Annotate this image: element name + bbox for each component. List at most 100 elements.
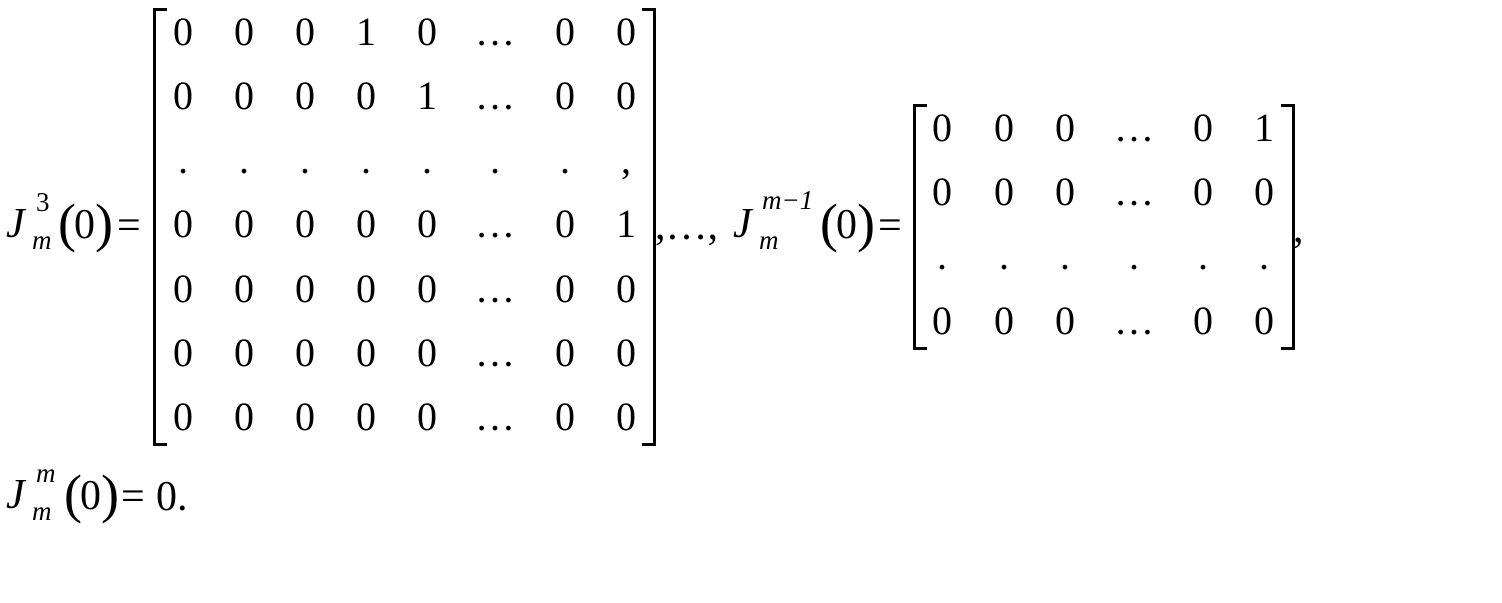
matrix-a-cell-r5-c8: 0 <box>616 266 636 311</box>
matrix-b-cell-r1-c6: 1 <box>1254 105 1274 150</box>
matrix-b-cell-r2-c2: 0 <box>994 169 1014 214</box>
matrix-a-cell-r7-c3: 0 <box>295 394 315 439</box>
eq2-equals: = <box>121 474 145 520</box>
matrix-b-cell-r1-c2: 0 <box>994 105 1014 150</box>
matrix-a-cell-r4-c1: 0 <box>173 201 193 246</box>
matrix-a-cell-r2-c5: 1 <box>417 73 437 118</box>
matrix-a-cell-r6-c1: 0 <box>173 330 193 375</box>
matrix-a-cell-r2-c2: 0 <box>234 73 254 118</box>
matrix-b-cell-r1-c3: 0 <box>1055 105 1075 150</box>
matrix-a-cell-r4-c2: 0 <box>234 201 254 246</box>
matrix-a-cell-r4-c4: 0 <box>356 201 376 246</box>
matrix-a-cell-r2-c1: 0 <box>173 73 193 118</box>
matrix-a-cell-r1-c7: 0 <box>555 9 575 54</box>
matrix-a-cell-r2-c3: 0 <box>295 73 315 118</box>
matrix-b-cell-r4-c5: 0 <box>1193 298 1213 343</box>
matrix-b-cell-r3-c3: . <box>1060 233 1070 278</box>
matrix-a-cell-r2-c4: 0 <box>356 73 376 118</box>
matrix-a-cell-r5-c5: 0 <box>417 266 437 311</box>
matrix-a-cell-r1-c6: … <box>475 9 515 54</box>
matrix-a-cell-r4-c5: 0 <box>417 201 437 246</box>
ellipsis-separator: ,…, <box>655 203 718 249</box>
lhs-base: J <box>6 201 25 247</box>
matrix-a-cell-r7-c2: 0 <box>234 394 254 439</box>
eq2-superscript: m <box>36 458 56 488</box>
matrix-a-cell-r4-c8: 1 <box>616 201 636 246</box>
matrix-a-cell-r6-c6: … <box>475 330 515 375</box>
eq2-open-paren: ( <box>64 464 82 524</box>
rhs-base: J <box>733 201 752 247</box>
matrix-b-cell-r4-c1: 0 <box>932 298 952 343</box>
matrix-b-cell-r2-c5: 0 <box>1193 169 1213 214</box>
matrix-a-cell-r7-c5: 0 <box>417 394 437 439</box>
matrix-b-cell-r4-c2: 0 <box>994 298 1014 343</box>
eq2-argument: 0 <box>80 473 101 519</box>
matrix-a-cell-r7-c8: 0 <box>616 394 636 439</box>
matrix-b-right-bracket <box>1281 104 1295 350</box>
lhs-open-paren: ( <box>58 193 76 253</box>
matrix-a-cell-r2-c6: … <box>475 73 515 118</box>
matrix-b-cell-r3-c2: . <box>999 233 1009 278</box>
matrix-a-cell-r5-c4: 0 <box>356 266 376 311</box>
matrix-b-cell-r3-c5: . <box>1198 233 1208 278</box>
matrix-a-cell-r5-c6: … <box>475 266 515 311</box>
matrix-b-cell-r3-c6: . <box>1259 233 1269 278</box>
trailing-comma: , <box>1293 206 1304 252</box>
matrix-a-cell-r3-c2: . <box>239 137 249 182</box>
matrix-a-cell-r6-c4: 0 <box>356 330 376 375</box>
matrix-b-cell-r3-c4: . <box>1129 233 1139 278</box>
matrix-a-cell-r1-c3: 0 <box>295 9 315 54</box>
rhs-subscript: m <box>759 225 779 255</box>
matrix-a-cell-r7-c1: 0 <box>173 394 193 439</box>
matrix-a-cell-r7-c7: 0 <box>555 394 575 439</box>
matrix-a-cell-r3-c5: . <box>422 137 432 182</box>
matrix-a-left-bracket <box>153 8 167 446</box>
eq2-value: 0. <box>156 474 188 520</box>
matrix-a-cell-r3-c8: , <box>621 137 631 182</box>
matrix-a-cell-r1-c2: 0 <box>234 9 254 54</box>
lhs-close-paren: ) <box>95 193 113 253</box>
matrix-b-cell-r1-c4: … <box>1114 105 1154 150</box>
matrix-a-cell-r6-c3: 0 <box>295 330 315 375</box>
matrix-a-cell-r3-c1: . <box>178 137 188 182</box>
matrix-a-cell-r6-c8: 0 <box>616 330 636 375</box>
matrix-a-cell-r3-c3: . <box>300 137 310 182</box>
lhs-superscript: 3 <box>36 187 50 217</box>
matrix-a-cell-r6-c2: 0 <box>234 330 254 375</box>
lhs-subscript: m <box>32 225 52 255</box>
matrix-b-cell-r3-c1: . <box>937 233 947 278</box>
matrix-a-cell-r1-c8: 0 <box>616 9 636 54</box>
matrix-a-cell-r5-c7: 0 <box>555 266 575 311</box>
matrix-a-cell-r4-c3: 0 <box>295 201 315 246</box>
matrix-b-left-bracket <box>913 104 927 350</box>
matrix-a-cell-r7-c4: 0 <box>356 394 376 439</box>
matrix-a-cell-r1-c5: 0 <box>417 9 437 54</box>
matrix-a-cell-r4-c6: … <box>475 201 515 246</box>
matrix-a-cell-r5-c3: 0 <box>295 266 315 311</box>
matrix-b-cell-r4-c3: 0 <box>1055 298 1075 343</box>
lhs-argument: 0 <box>74 202 95 248</box>
rhs-close-paren: ) <box>857 193 875 253</box>
matrix-a-cell-r2-c8: 0 <box>616 73 636 118</box>
matrix-b-cell-r4-c6: 0 <box>1254 298 1274 343</box>
matrix-a-cell-r4-c7: 0 <box>555 201 575 246</box>
matrix-a-right-bracket <box>642 8 656 446</box>
matrix-b-cell-r2-c3: 0 <box>1055 169 1075 214</box>
rhs-equals: = <box>878 203 902 249</box>
matrix-a-cell-r3-c4: . <box>361 137 371 182</box>
matrix-a-cell-r3-c6: . <box>490 137 500 182</box>
eq2-base: J <box>6 472 25 518</box>
matrix-a-cell-r1-c4: 1 <box>356 9 376 54</box>
matrix-a-cell-r5-c2: 0 <box>234 266 254 311</box>
matrix-b-cell-r2-c4: … <box>1114 169 1154 214</box>
matrix-a-cell-r5-c1: 0 <box>173 266 193 311</box>
eq2-subscript: m <box>32 496 52 526</box>
matrix-b-cell-r2-c1: 0 <box>932 169 952 214</box>
matrix-a-cell-r6-c7: 0 <box>555 330 575 375</box>
eq2-close-paren: ) <box>101 464 119 524</box>
matrix-a-cell-r7-c6: … <box>475 394 515 439</box>
matrix-a-cell-r3-c7: . <box>560 137 570 182</box>
matrix-a-cell-r2-c7: 0 <box>555 73 575 118</box>
matrix-b-cell-r1-c1: 0 <box>932 105 952 150</box>
matrix-a-cell-r1-c1: 0 <box>173 9 193 54</box>
